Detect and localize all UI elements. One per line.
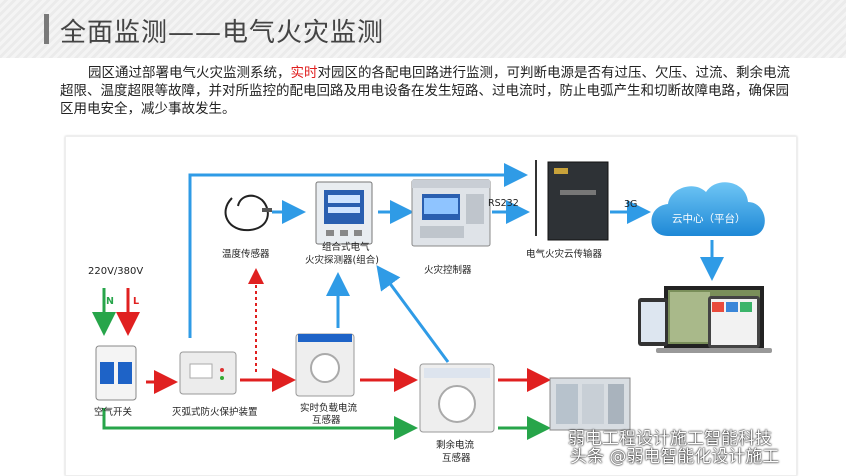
fire-controller-icon: [411, 179, 491, 247]
residual-ct-label-2: 互感器: [442, 453, 471, 464]
red-power-lines: [116, 288, 551, 394]
cloud-center-icon: [651, 182, 765, 236]
temperature-sensor-icon: [224, 194, 272, 232]
client-devices-icon: [638, 286, 772, 353]
combo-detector-label-2: 火灾探测器(组合): [305, 255, 379, 266]
rs232-label: RS232: [488, 198, 519, 209]
fire-controller-label: 火灾控制器: [424, 265, 472, 276]
temp-sensor-label: 温度传感器: [222, 249, 270, 260]
arc-device-label: 灭弧式防火保护装置: [172, 407, 258, 418]
cloud-center-label: 云中心（平台）: [672, 213, 746, 225]
combo-detector-label-1: 组合式电气: [322, 242, 370, 253]
watermark-line-1: 弱电工程设计施工智能科技: [568, 429, 772, 449]
air-switch-label: 空气开关: [94, 407, 133, 418]
cloud-transmitter-icon: [535, 160, 609, 241]
3g-label: 3G: [624, 199, 638, 210]
voltage-label: 220V/380V: [88, 266, 144, 277]
load-ct-label-2: 互感器: [312, 415, 341, 426]
air-switch-icon: [95, 345, 137, 401]
page-title: 全面监测——电气火灾监测: [60, 18, 385, 48]
watermark-line-2: 头条 @弱电智能化设计施工: [570, 447, 780, 467]
arc-protection-device-icon: [179, 351, 237, 395]
green-neutral-lines: [92, 288, 551, 440]
description-paragraph: 园区通过部署电气火灾监测系统，实时对园区的各配电回路进行监测，可判断电源是否有过…: [60, 64, 802, 118]
load-current-transformer-icon: [295, 333, 355, 397]
electrical-equipment-icon: [549, 377, 631, 431]
title-accent-bar: [44, 14, 49, 44]
cloud-transmitter-label: 电气火灾云传输器: [526, 249, 603, 260]
residual-current-transformer-icon: [419, 363, 495, 433]
combo-detector-icon: [315, 181, 373, 245]
description-highlight: 实时: [290, 65, 318, 81]
load-ct-label-1: 实时负载电流: [300, 403, 358, 414]
live-label: L: [133, 296, 140, 307]
blue-signal-lines: [188, 163, 724, 363]
residual-ct-label-1: 剩余电流: [436, 440, 475, 451]
description-text-after: 对园区的各配电回路进行监测，可判断电源是否有过压、欠压、过流、剩余电流超限、温度…: [60, 65, 790, 117]
description-text-before: 园区通过部署电气火灾监测系统，: [88, 65, 291, 81]
header-band: [0, 0, 846, 58]
neutral-label: N: [106, 296, 114, 307]
